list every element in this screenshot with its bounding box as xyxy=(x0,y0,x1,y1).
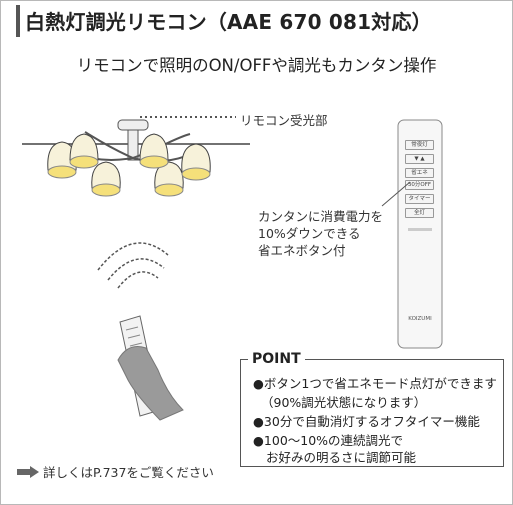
eco-line-3: 省エネボタン付 xyxy=(258,243,346,258)
eco-description: カンタンに消費電力を 10%ダウンできる 省エネボタン付 xyxy=(258,208,383,259)
receiver-label: リモコン受光部 xyxy=(240,113,328,128)
point-box xyxy=(240,359,504,467)
remote-button-30min-off: 30分OFF xyxy=(405,180,434,190)
remote-brand: KOIZUMI xyxy=(408,316,432,322)
arrow-right-icon xyxy=(17,465,39,478)
remote-button-full: 全灯 xyxy=(405,208,434,218)
eco-line-2: 10%ダウンできる xyxy=(258,226,361,241)
page-title: 白熱灯調光リモコン（AAE 670 081対応） xyxy=(25,9,432,34)
signal-illustration xyxy=(97,242,184,421)
remote-button-timer: タイマー xyxy=(405,194,434,204)
title-tab: 白熱灯調光リモコン（AAE 670 081対応） xyxy=(16,3,438,37)
remote-button-eco: 省エネ xyxy=(405,168,434,178)
point-line-2: （90%調光状態になります） xyxy=(261,395,427,410)
point-line-3: ●30分で自動消灯するオフタイマー機能 xyxy=(253,414,480,429)
point-line-4: ●100〜10%の連続調光で xyxy=(253,433,404,448)
page-reference[interactable]: 詳しくはP.737をご覧ください xyxy=(17,462,214,481)
page-reference-text[interactable]: 詳しくはP.737をご覧ください xyxy=(43,465,214,480)
subtitle: リモコンで照明のON/OFFや調光もカンタン操作 xyxy=(76,56,437,75)
remote-illustration: 常夜灯 ▼ ▲ 省エネ 30分OFF タイマー 全灯 KOIZUMI xyxy=(396,118,444,350)
point-line-5: お好みの明るさに調節可能 xyxy=(266,450,417,465)
point-title: POINT xyxy=(248,351,305,367)
remote-button-dim: ▼ ▲ xyxy=(405,154,434,164)
header: 白熱灯調光リモコン（AAE 670 081対応） xyxy=(0,0,513,40)
chandelier-illustration xyxy=(22,116,250,197)
remote-button-nightlight: 常夜灯 xyxy=(405,140,434,150)
point-line-1: ●ボタン1つで省エネモード点灯ができます xyxy=(253,376,497,391)
eco-pointer-line xyxy=(381,181,411,207)
eco-line-1: カンタンに消費電力を xyxy=(258,209,384,224)
title-bar-accent xyxy=(16,5,20,37)
